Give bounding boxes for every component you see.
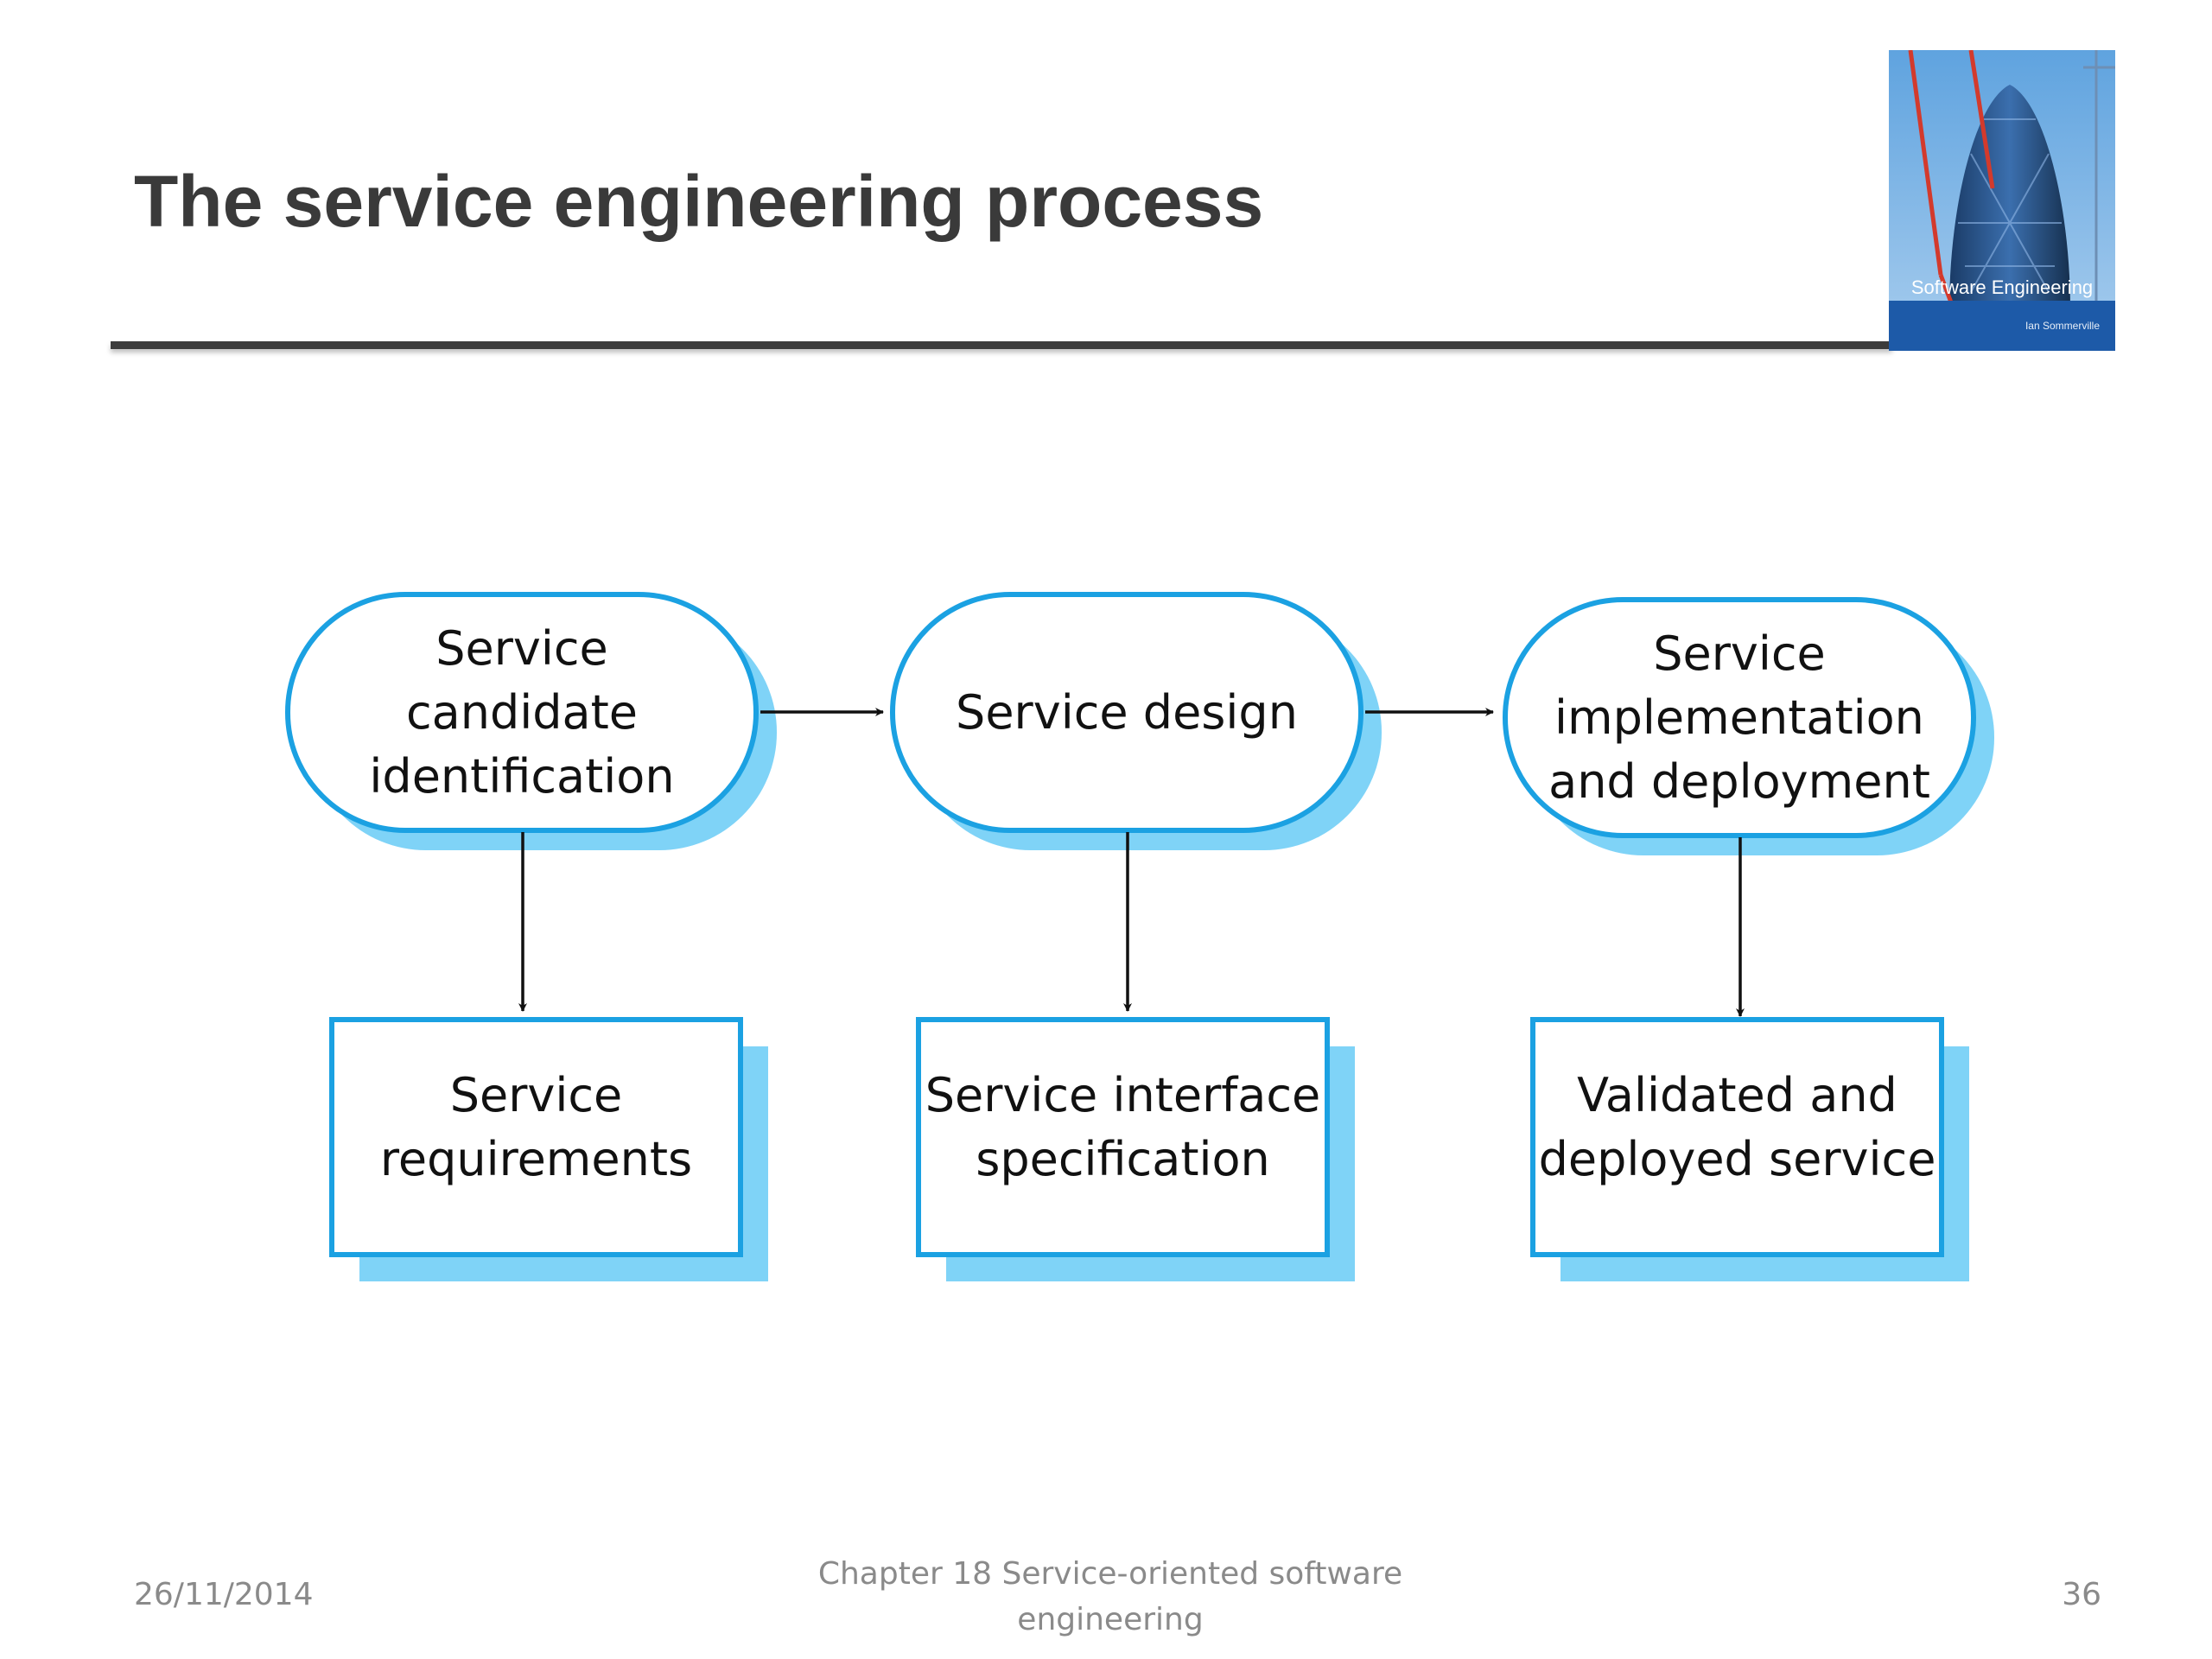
title-divider	[111, 341, 1892, 349]
process-step-label: Service design	[956, 684, 1298, 740]
output-label: Service requirements	[379, 1068, 693, 1186]
process-step-service-design	[890, 592, 1382, 850]
footer-page-number: 36	[2062, 1577, 2101, 1612]
process-step-label: Service implementation and deployment	[1548, 626, 1930, 809]
output-label: Service interface specification	[925, 1068, 1321, 1186]
footer-date: 26/11/2014	[134, 1577, 314, 1612]
book-cover-title: Software Engineering	[1910, 276, 2094, 298]
process-step-candidate-identification	[285, 592, 777, 850]
book-cover-image: Software Engineering Ian Sommerville	[1889, 50, 2115, 351]
output-label: Validated and deployed service	[1538, 1068, 1936, 1186]
process-step-implementation-deployment	[1503, 597, 1994, 855]
book-cover-author: Ian Sommerville	[2024, 320, 2100, 332]
slide-title: The service engineering process	[134, 161, 1264, 242]
output-validated-deployed-service	[1530, 1017, 1969, 1281]
output-service-requirements	[329, 1017, 768, 1281]
process-step-label: Service candidate identification	[369, 620, 675, 804]
output-interface-specification	[916, 1017, 1355, 1281]
footer-chapter: Chapter 18 Service-oriented software eng…	[817, 1556, 1403, 1637]
